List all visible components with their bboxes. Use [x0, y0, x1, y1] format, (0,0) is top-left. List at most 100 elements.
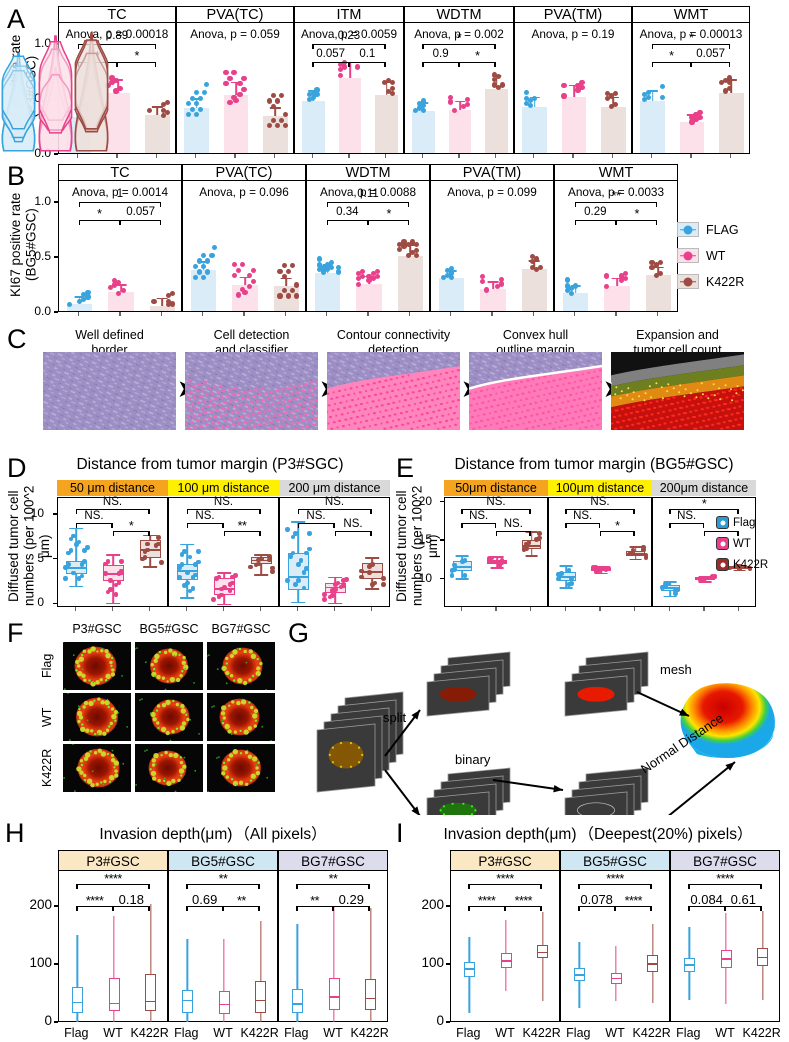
datapoint-A-5-k422r-4: [722, 88, 728, 94]
boxplot-E-1-k422r: [625, 498, 649, 608]
facet-plot-A-4: [514, 22, 632, 154]
panel-title-E: Distance from tumor margin (BG5#GSC): [454, 456, 734, 473]
xtick-D-1-flag: [185, 607, 188, 611]
datapoint-A-1-k422r-1: [282, 112, 288, 118]
sig-bracket-A-5-1: [651, 62, 692, 67]
ytick-mark-H-1: [54, 963, 58, 965]
datapoint-E-2-k422r-6: [737, 566, 742, 572]
sig-label-H-0-0: ****: [104, 872, 122, 886]
datapoint-B-1-k422r-9: [277, 268, 283, 274]
datapoint-D-1-wt-1: [227, 588, 233, 593]
xtick-A-5-k422r: [729, 154, 732, 158]
sig-label-A-0-0: 0.89: [105, 30, 129, 42]
sig-label-E-1-2: *: [615, 519, 620, 533]
facet-plot-E-2: [652, 497, 756, 607]
xtick-E-2-wt: [703, 607, 705, 611]
datapoint-E-2-k422r-3: [747, 565, 753, 571]
datapoint-E-1-wt-0: [591, 565, 596, 570]
datapoint-B-0-wt-4: [112, 277, 118, 283]
xtick-D-1-k422r: [259, 607, 262, 611]
datapoint-B-2-wt-10: [366, 273, 372, 279]
datapoint-B-1-wt-5: [231, 262, 238, 268]
ytick-E-0: 20: [418, 493, 432, 508]
datapoint-B-1-k422r-3: [290, 287, 296, 294]
legend-label-K422R: K422R: [706, 274, 745, 289]
sig-label-A-5-0: *: [688, 31, 694, 45]
ytick-mark-B-1: [54, 256, 58, 258]
datapoint-A-4-wt-5: [575, 82, 581, 88]
facet-title-B-0: TC: [58, 164, 182, 181]
datapoint-B-4-flag-0: [573, 283, 579, 289]
datapoint-A-2-flag-3: [310, 89, 316, 95]
datapoint-E-0-k422r-1: [534, 536, 540, 542]
sig-bracket-D-2-2: [334, 531, 372, 536]
datapoint-A-1-wt-5: [223, 70, 229, 76]
datapoint-A-4-k422r-3: [608, 104, 614, 110]
errorbar-B-0-k422r: [150, 297, 176, 306]
datapoint-B-3-wt-4: [498, 276, 504, 282]
sig-bracket-E-2-1: [669, 523, 704, 528]
datapoint-D-2-flag-6: [293, 530, 299, 536]
facet-plot-B-3: [430, 180, 554, 312]
datapoint-B-1-wt-10: [242, 289, 248, 295]
datapoint-A-1-flag-6: [190, 106, 196, 112]
xaxis-label-H-2-2: K422R: [350, 1026, 389, 1040]
xaxis-label-H-0-1: WT: [103, 1026, 123, 1040]
ytick-H-1: 100: [29, 954, 52, 970]
datapoint-B-0-flag-0: [66, 301, 72, 307]
boxplot-E-0-wt: [487, 498, 507, 608]
datapoint-A-2-wt-2: [338, 66, 344, 72]
xtick-B-3-wt: [491, 312, 493, 316]
datapoint-B-2-k422r-10: [397, 241, 403, 247]
facet-title-I-1: BG5#GSC: [560, 850, 670, 872]
boxplot-E-2-wt: [695, 498, 718, 608]
datapoint-A-4-k422r-5: [604, 91, 610, 97]
sig-label-A-3-2: *: [475, 49, 480, 63]
xtick-E-0-k422r: [529, 607, 532, 611]
datapoint-A-4-k422r-4: [604, 95, 610, 102]
sig-bracket-A-0-2: [117, 62, 157, 67]
datapoint-B-2-wt-7: [370, 275, 376, 282]
datapoint-D-0-flag-3: [76, 539, 82, 545]
facet-plot-H-0: [58, 870, 168, 1022]
datapoint-D-0-wt-5: [105, 559, 111, 564]
ytick-mark-E-1: [440, 539, 444, 541]
sig-label-B-2-1: 0.34: [336, 206, 359, 218]
datapoint-A-4-k422r-0: [612, 91, 618, 97]
facet-plot-B-1: [182, 180, 306, 312]
sig-bracket-A-0-0: [77, 44, 157, 49]
datapoint-D-2-wt-0: [338, 584, 344, 590]
bar-B-2-k422r: [397, 256, 424, 311]
spheroid-image-F-1-2: [207, 693, 275, 741]
bar-B-3-k422r: [521, 269, 548, 311]
datapoint-D-2-wt-7: [333, 587, 338, 592]
xtick-D-0-k422r: [148, 607, 151, 611]
xtick-D-1-wt: [222, 607, 225, 611]
sig-bracket-H-1-2: [223, 906, 260, 911]
spheroid-image-F-2-1: [135, 744, 203, 792]
axis-label-line1: Diffused tumor cell: [394, 490, 409, 602]
datapoint-A-1-flag-1: [198, 106, 204, 112]
xtick-E-2-flag: [668, 607, 671, 611]
datapoint-B-3-k422r-2: [533, 267, 540, 273]
datapoint-B-3-flag-3: [444, 272, 451, 278]
sig-label-E-1-0: NS.: [590, 496, 610, 508]
datapoint-B-4-flag-5: [564, 283, 570, 289]
distance-strip-D-2: 200 μm distance: [279, 480, 390, 496]
xtick-A-4-k422r: [611, 154, 614, 158]
datapoint-B-1-k422r-10: [277, 293, 283, 299]
datapoint-A-1-wt-2: [227, 75, 233, 81]
datapoint-B-2-wt-9: [366, 278, 372, 284]
bar-A-2-wt: [338, 78, 362, 153]
violin-I-2-k422r: [74, 39, 109, 130]
datapoint-A-3-flag-3: [417, 105, 423, 111]
step-caption-line1-2: Contour connectivity: [336, 328, 451, 342]
datapoint-B-0-k422r-1: [170, 290, 176, 296]
facet-plot-I-1: [560, 870, 670, 1022]
datapoint-B-3-wt-0: [484, 287, 490, 293]
datapoint-A-3-wt-4: [464, 97, 471, 103]
facet-plot-D-2: [279, 497, 390, 607]
sig-bracket-E-0-2: [496, 531, 531, 536]
datapoint-A-3-k422r-0: [499, 82, 505, 88]
panel-letter-D: D: [7, 453, 27, 483]
